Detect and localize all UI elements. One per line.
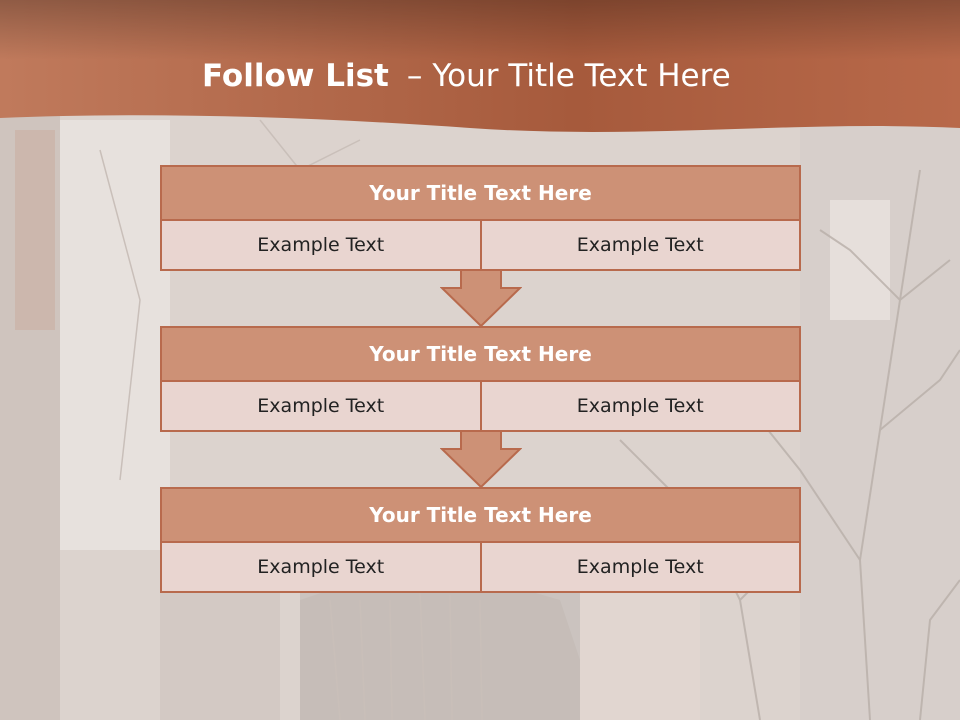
follow-block-3: Your Title Text Here Example Text Exampl…	[160, 487, 801, 593]
follow-block-1: Your Title Text Here Example Text Exampl…	[160, 165, 801, 271]
block-cell-right: Example Text	[481, 543, 801, 593]
block-row: Example Text Example Text	[160, 221, 801, 271]
slide-title-bold: Follow List	[202, 58, 389, 94]
block-cell-right: Example Text	[481, 221, 801, 271]
slide-title-dash: –	[406, 58, 423, 94]
arrow-down-icon	[440, 430, 522, 489]
block-cell-left: Example Text	[160, 543, 482, 593]
slide-title-rest: Your Title Text Here	[432, 58, 731, 94]
slide-title: Follow List – Your Title Text Here	[202, 52, 731, 100]
block-title: Your Title Text Here	[160, 487, 801, 543]
block-cell-right: Example Text	[481, 382, 801, 432]
block-cell-left: Example Text	[160, 221, 482, 271]
block-row: Example Text Example Text	[160, 382, 801, 432]
block-row: Example Text Example Text	[160, 543, 801, 593]
arrow-down-icon	[440, 269, 522, 328]
block-cell-left: Example Text	[160, 382, 482, 432]
block-title: Your Title Text Here	[160, 165, 801, 221]
follow-block-2: Your Title Text Here Example Text Exampl…	[160, 326, 801, 432]
block-title: Your Title Text Here	[160, 326, 801, 382]
